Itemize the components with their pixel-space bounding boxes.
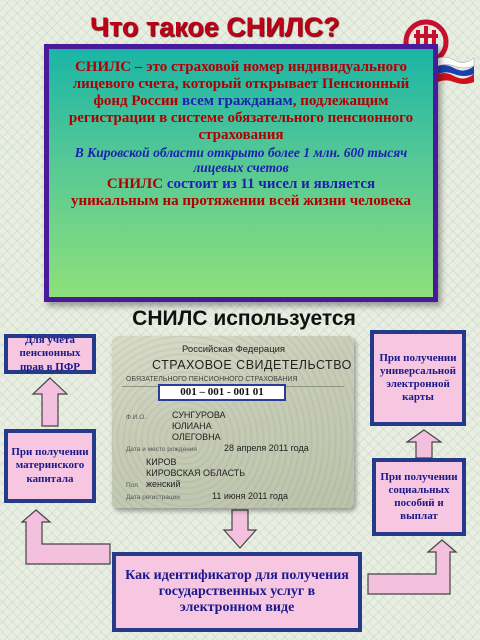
page-title: Что такое СНИЛС? bbox=[90, 12, 340, 42]
definition-highlight: всем гражданам bbox=[181, 92, 293, 109]
card-birth-region: КИРОВСКАЯ ОБЛАСТЬ bbox=[146, 468, 246, 478]
snils-structure-text: СНИЛС состоит из 11 чисел и является уни… bbox=[63, 176, 419, 210]
card-patronymic: ОЛЕГОВНА bbox=[172, 432, 221, 442]
use-social-benefits-box: При получении социальных пособий и выпла… bbox=[372, 458, 466, 536]
use-maternity-capital-box: При получении материнского капитала bbox=[4, 429, 96, 503]
card-birth-label: Дата и место рождения bbox=[126, 446, 197, 453]
kirov-stats-text: В Кировской области открыто более 1 млн.… bbox=[74, 144, 408, 175]
card-name: ЮЛИАНА bbox=[172, 421, 212, 431]
down-arrow-center-icon bbox=[222, 509, 258, 549]
russian-flag-icon bbox=[433, 56, 475, 84]
snils-number: 001 – 001 - 001 01 bbox=[158, 384, 286, 401]
card-reg-label: Дата регистрации bbox=[126, 494, 180, 501]
snils-structure-middle: состоит из 11 чисел и является bbox=[163, 176, 376, 193]
turn-arrow-left-icon bbox=[20, 509, 111, 565]
card-birth-date: 28 апреля 2011 года bbox=[224, 443, 309, 453]
turn-arrow-right-icon bbox=[367, 539, 458, 595]
card-birth-city: КИРОВ bbox=[146, 457, 177, 467]
up-arrow-right-icon bbox=[405, 429, 443, 459]
card-subtitle: ОБЯЗАТЕЛЬНОГО ПЕНСИОННОГО СТРАХОВАНИЯ bbox=[126, 376, 298, 383]
card-title: СТРАХОВОЕ СВИДЕТЕЛЬСТВО bbox=[152, 358, 352, 372]
card-background-pattern bbox=[112, 336, 354, 508]
use-pfr-box: Для учета пенсионных прав в ПФР bbox=[4, 334, 96, 374]
card-sex: женский bbox=[146, 479, 181, 489]
card-country: Российская Федерация bbox=[182, 344, 286, 355]
card-reg-date: 11 июня 2011 года bbox=[212, 491, 288, 501]
snils-definition-box: СНИЛС – это страховой номер индивидуальн… bbox=[44, 44, 438, 302]
card-sex-label: Пол bbox=[126, 482, 138, 489]
snils-structure-highlight: СНИЛС bbox=[106, 176, 164, 193]
definition-text: СНИЛС – это страховой номер индивидуальн… bbox=[63, 59, 419, 144]
use-electronic-card-box: При получении универсальной электронной … bbox=[370, 330, 466, 426]
snils-uniqueness-text: уникальным на протяжении всей жизни чело… bbox=[70, 193, 412, 210]
definition-text-part1: СНИЛС – это страховой номер индивидуальн… bbox=[72, 59, 410, 109]
uses-heading: СНИЛС используется bbox=[132, 307, 356, 330]
card-surname: СУНГУРОВА bbox=[172, 410, 226, 420]
card-fio-label: Ф.И.О. bbox=[126, 414, 147, 421]
up-arrow-left-icon bbox=[31, 377, 69, 427]
insurance-certificate-card: Российская Федерация СТРАХОВОЕ СВИДЕТЕЛЬ… bbox=[112, 336, 354, 508]
use-identifier-box: Как идентификатор для получения государс… bbox=[112, 552, 362, 632]
definition-text-part2: , подлежащим регистрации в системе обяза… bbox=[68, 92, 414, 143]
